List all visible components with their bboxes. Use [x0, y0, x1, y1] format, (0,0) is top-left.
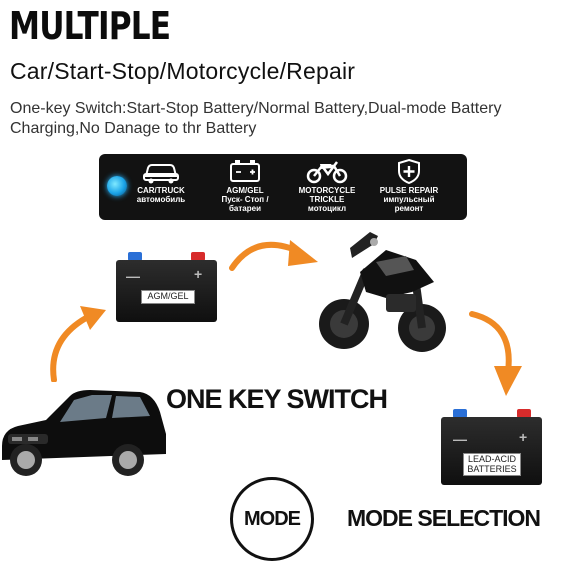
motorcycle-icon: [306, 161, 348, 184]
lead-acid-battery-image: — + LEAD-ACID BATTERIES: [441, 409, 542, 485]
mode-item-repair-label: PULSE REPAIR импульсный ремонт: [379, 186, 439, 213]
mode-item-car-label: CAR/TRUCK автомобиль: [136, 186, 186, 204]
mode-item-car: CAR/TRUCK автомобиль: [121, 158, 201, 204]
battery-positive-terminal: [191, 252, 205, 261]
one-key-switch-caption: ONE KEY SWITCH: [166, 384, 388, 414]
minus-sign: —: [126, 268, 140, 284]
mode-item-agm-label: AGM/GEL Пуск- Стоп / батареи: [221, 186, 269, 213]
arrow-battery-to-motorcycle-icon: [229, 240, 318, 271]
mode-item-motorcycle-label: MOTORCYCLE TRICKLE мотоцикл: [298, 186, 356, 213]
battery-positive-terminal: [517, 409, 531, 418]
lead-acid-battery-label: LEAD-ACID BATTERIES: [463, 453, 521, 476]
car-icon: [143, 164, 179, 184]
plus-sign: +: [519, 429, 528, 445]
car-image: [2, 390, 166, 476]
mode-indicator-led: [107, 176, 127, 196]
agm-battery-image: — + AGM/GEL: [116, 252, 217, 322]
battery-negative-terminal: [453, 409, 467, 418]
arrow-motorcycle-to-battery-icon: [469, 311, 522, 396]
mode-item-repair: PULSE REPAIR импульсный ремонт: [369, 158, 449, 213]
motorcycle-image: [319, 232, 446, 352]
mode-item-motorcycle: MOTORCYCLE TRICKLE мотоцикл: [287, 158, 367, 213]
subtitle: Car/Start-Stop/Motorcycle/Repair: [10, 58, 356, 84]
repair-shield-icon: [398, 158, 420, 184]
arrow-car-to-battery-icon: [50, 306, 106, 382]
battery-icon: [230, 160, 260, 182]
mode-selection-caption: MODE SELECTION: [347, 505, 541, 531]
minus-sign: —: [453, 431, 467, 447]
description: One-key Switch:Start-Stop Battery/Normal…: [10, 100, 502, 137]
battery-negative-terminal: [128, 252, 142, 261]
agm-battery-label: AGM/GEL: [141, 290, 195, 304]
mode-button[interactable]: MODE: [230, 477, 314, 561]
title: MULTIPLE: [9, 4, 171, 48]
plus-sign: +: [194, 266, 203, 282]
mode-item-agm: AGM/GEL Пуск- Стоп / батареи: [205, 158, 285, 213]
mode-button-label: MODE: [244, 507, 301, 530]
mode-panel: CAR/TRUCK автомобиль AGM/GEL Пуск- Стоп …: [99, 154, 467, 220]
